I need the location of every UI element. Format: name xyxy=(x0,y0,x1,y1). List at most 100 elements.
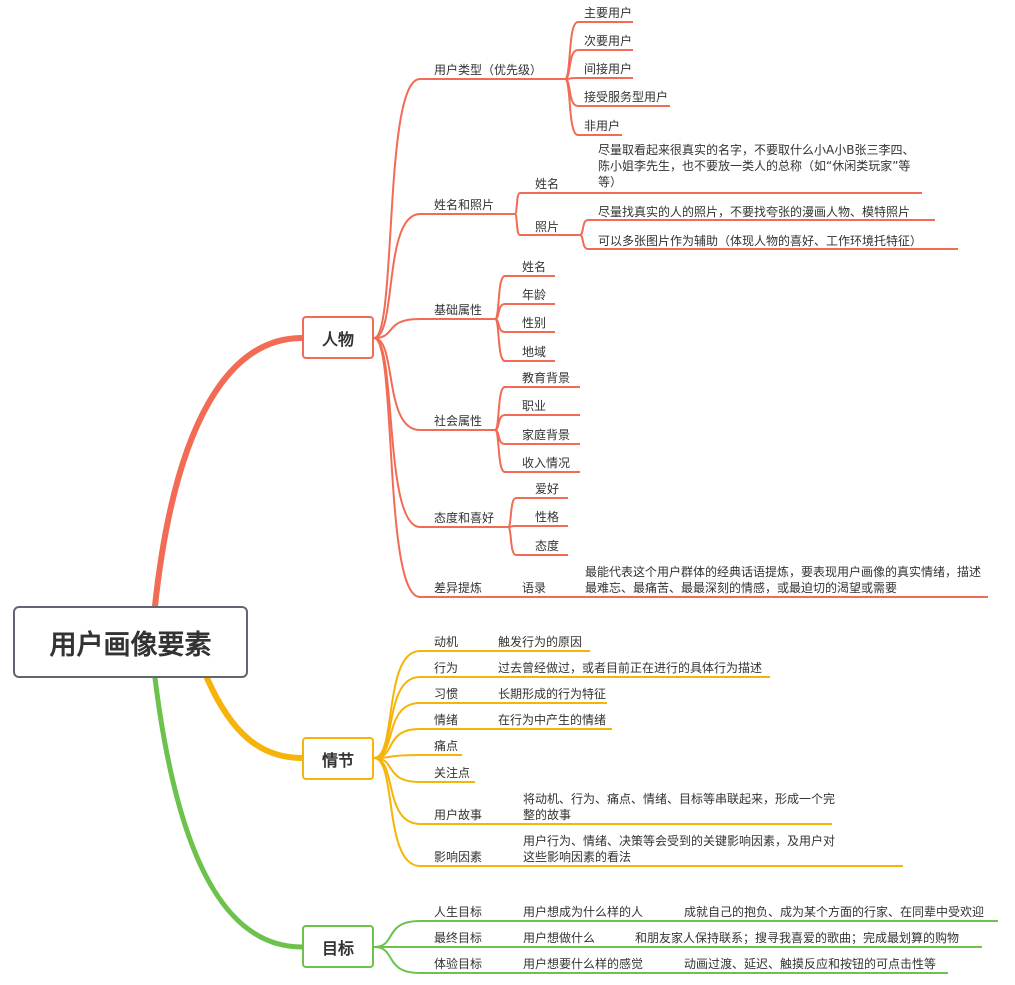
user-type-item[interactable]: 次要用户 xyxy=(584,34,633,48)
branch-underline xyxy=(516,497,568,499)
branch-underline xyxy=(520,234,580,236)
branch-underline xyxy=(420,318,495,320)
basic-attribute-item[interactable]: 姓名 xyxy=(522,260,547,274)
goal-item-example[interactable]: 成就自己的抱负、成为某个方面的行家、在同辈中受欢迎 xyxy=(684,905,985,919)
attitude-item[interactable]: 态度 xyxy=(535,539,560,553)
branch-underline xyxy=(420,946,982,948)
branch-underline xyxy=(420,754,462,756)
plot-item-description[interactable]: 过去曾经做过，或者目前正在进行的具体行为描述 xyxy=(498,661,763,675)
connector xyxy=(373,946,421,974)
connector xyxy=(579,234,589,250)
goal-item-example[interactable]: 和朋友家人保持联系；搜寻我喜爱的歌曲；完成最划算的购物 xyxy=(635,931,960,945)
basic-attribute-item[interactable]: 性别 xyxy=(522,316,547,330)
basic-attribute-item[interactable]: 年龄 xyxy=(522,288,547,302)
node-social-attributes[interactable]: 社会属性 xyxy=(434,414,483,428)
plot-item-description[interactable]: 用户行为、情绪、决策等会受到的关键影响因素，及用户对这些影响因素的看法 xyxy=(523,834,836,864)
connector xyxy=(373,337,421,431)
branch-underline xyxy=(420,676,770,678)
social-attribute-item[interactable]: 职业 xyxy=(522,399,547,413)
plot-item-label[interactable]: 情绪 xyxy=(434,713,459,727)
branch-underline xyxy=(588,192,922,194)
connector xyxy=(514,192,521,215)
category-person[interactable]: 人物 xyxy=(302,316,374,359)
branch-underline xyxy=(516,525,568,527)
plot-item-description[interactable]: 触发行为的原因 xyxy=(498,635,583,649)
goal-item-question[interactable]: 用户想做什么 xyxy=(523,931,596,945)
category-plot[interactable]: 情节 xyxy=(302,737,374,780)
node-attitude-preferences[interactable]: 态度和喜好 xyxy=(434,511,495,525)
plot-item-label[interactable]: 行为 xyxy=(434,661,459,675)
branch-goal xyxy=(152,675,305,950)
branch-underline xyxy=(505,386,580,388)
branch-plot xyxy=(204,675,305,761)
photo-guideline[interactable]: 可以多张图片作为辅助（体现人物的喜好、工作环境托特征） xyxy=(598,234,923,248)
branch-underline xyxy=(420,865,903,867)
connector xyxy=(564,78,579,136)
photo-guideline[interactable]: 尽量找真实的人的照片，不要找夸张的漫画人物、模特照片 xyxy=(598,205,911,219)
connector xyxy=(373,920,421,948)
plot-item-label[interactable]: 动机 xyxy=(434,635,459,649)
user-type-item[interactable]: 主要用户 xyxy=(584,6,633,20)
quote-description[interactable]: 最能代表这个用户群体的经典话语提炼，要表现用户画像的真实情绪，描述最难忘、最痛苦… xyxy=(585,565,982,595)
branch-underline xyxy=(420,78,565,80)
branch-underline xyxy=(578,77,633,79)
branch-underline xyxy=(505,360,555,362)
goal-item-label[interactable]: 体验目标 xyxy=(434,957,483,971)
branch-underline xyxy=(578,49,633,51)
social-attribute-item[interactable]: 收入情况 xyxy=(522,456,571,470)
connector xyxy=(373,757,421,825)
connector xyxy=(507,497,517,528)
goal-item-example[interactable]: 动画过渡、延迟、触摸反应和按钮的可点击性等 xyxy=(684,957,937,971)
connector xyxy=(373,213,421,339)
node-user-type[interactable]: 用户类型（优先级） xyxy=(434,63,543,77)
branch-underline xyxy=(588,248,958,250)
branch-underline xyxy=(420,650,590,652)
connector xyxy=(579,219,589,236)
node-photo[interactable]: 照片 xyxy=(535,220,560,234)
connector xyxy=(494,275,506,320)
connector xyxy=(494,318,506,362)
name-guideline[interactable]: 尽量取看起来很真实的名字，不要取什么小A小B张三李四、陈小姐李先生，也不要放一类… xyxy=(598,143,915,189)
branch-underline xyxy=(505,275,555,277)
plot-item-label[interactable]: 用户故事 xyxy=(434,808,483,822)
user-type-item[interactable]: 接受服务型用户 xyxy=(584,90,669,104)
user-type-item[interactable]: 间接用户 xyxy=(584,62,633,76)
attitude-item[interactable]: 性格 xyxy=(535,510,560,524)
social-attribute-item[interactable]: 教育背景 xyxy=(522,371,571,385)
goal-item-label[interactable]: 人生目标 xyxy=(434,905,483,919)
branch-underline xyxy=(520,192,580,194)
branch-underline xyxy=(420,972,948,974)
branch-underline xyxy=(516,554,568,556)
connector xyxy=(494,429,506,473)
attitude-item[interactable]: 爱好 xyxy=(535,482,560,496)
goal-item-label[interactable]: 最终目标 xyxy=(434,931,483,945)
plot-item-label[interactable]: 痛点 xyxy=(434,739,459,753)
branch-underline xyxy=(420,920,998,922)
goal-item-question[interactable]: 用户想成为什么样的人 xyxy=(523,905,644,919)
goal-item-question[interactable]: 用户想要什么样的感觉 xyxy=(523,957,644,971)
root-node[interactable]: 用户画像要素 xyxy=(13,606,248,678)
node-quote[interactable]: 语录 xyxy=(522,581,547,595)
node-name-photo[interactable]: 姓名和照片 xyxy=(434,198,495,212)
node-differentiation[interactable]: 差异提炼 xyxy=(434,581,483,595)
connector xyxy=(373,757,421,783)
plot-item-description[interactable]: 将动机、行为、痛点、情绪、目标等串联起来，形成一个完整的故事 xyxy=(523,792,836,822)
branch-underline xyxy=(505,331,555,333)
branch-underline xyxy=(420,823,832,825)
basic-attribute-item[interactable]: 地域 xyxy=(522,345,547,359)
plot-item-label[interactable]: 影响因素 xyxy=(434,850,483,864)
category-goal[interactable]: 目标 xyxy=(302,925,374,968)
branch-underline xyxy=(420,213,515,215)
node-basic-attributes[interactable]: 基础属性 xyxy=(434,303,483,317)
plot-item-description[interactable]: 长期形成的行为特征 xyxy=(498,687,607,701)
connector xyxy=(494,414,506,431)
social-attribute-item[interactable]: 家庭背景 xyxy=(522,428,571,442)
plot-item-label[interactable]: 习惯 xyxy=(434,687,459,701)
plot-item-description[interactable]: 在行为中产生的情绪 xyxy=(498,713,607,727)
branch-underline xyxy=(505,471,580,473)
connector xyxy=(494,386,506,431)
node-name[interactable]: 姓名 xyxy=(535,177,560,191)
branch-underline xyxy=(420,781,475,783)
user-type-item[interactable]: 非用户 xyxy=(584,119,621,133)
plot-item-label[interactable]: 关注点 xyxy=(434,766,471,780)
